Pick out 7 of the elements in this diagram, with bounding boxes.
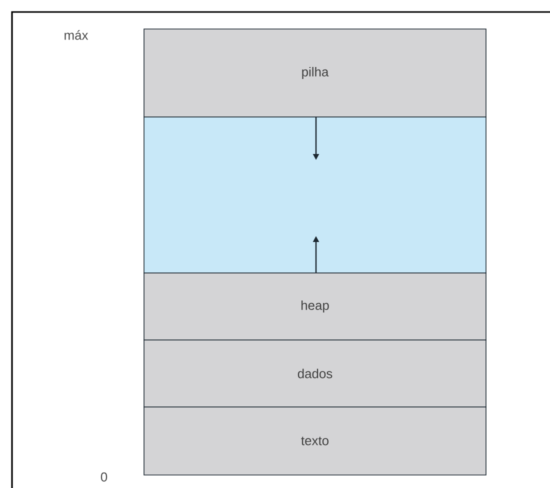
memory-segment: texto xyxy=(144,406,486,476)
free-space-region xyxy=(144,116,486,274)
memory-segment: dados xyxy=(144,340,486,408)
memory-segment: heap xyxy=(144,272,486,340)
address-label: máx xyxy=(64,30,88,40)
address-label: 0 xyxy=(100,472,108,482)
memory-segment: pilha xyxy=(144,28,486,118)
